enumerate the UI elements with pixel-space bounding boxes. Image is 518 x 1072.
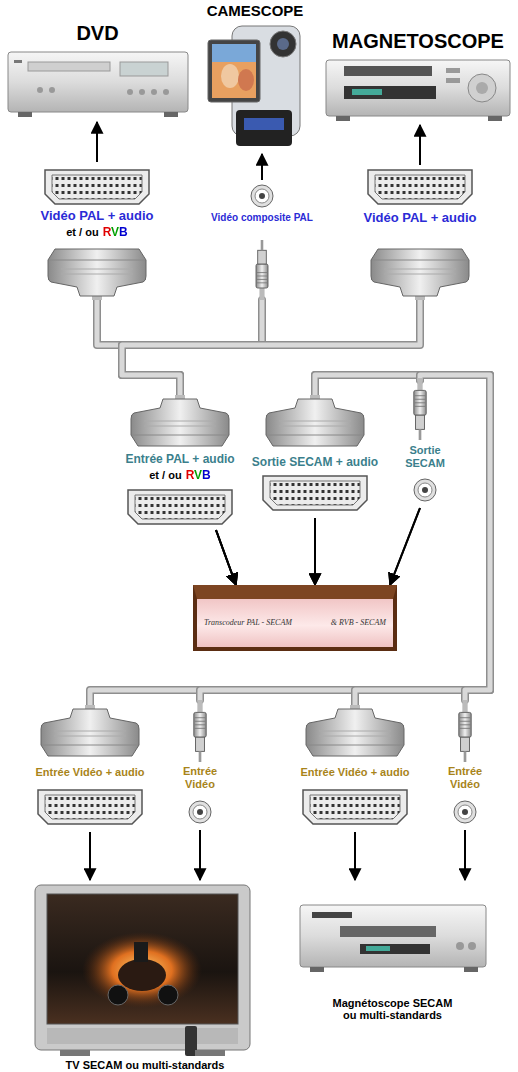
signal-label-group: Entrée Vidéo + audio <box>290 766 420 779</box>
secam-vcr: Magnétoscope SECAM ou multi-standards <box>290 880 495 1022</box>
arrow-line <box>216 530 236 585</box>
dvd-player: DVD <box>5 22 190 122</box>
signal-label-group: Entrée PAL + audio <box>110 452 250 466</box>
scart-plug <box>371 249 469 300</box>
device-label: CAMESCOPE <box>207 2 304 19</box>
rca-socket <box>414 479 436 501</box>
scart-plug <box>48 249 146 300</box>
device-label: & RVB - SECAM <box>331 618 386 627</box>
signal-label-group: Vidéo PAL + audio <box>22 208 172 224</box>
rca-socket <box>454 801 476 823</box>
signal-label: Vidéo PAL + audio <box>40 208 153 223</box>
signal-label: Vidéo PAL + audio <box>363 210 476 225</box>
signal-label: Sortie SECAM + audio <box>252 455 378 469</box>
vcr: MAGNETOSCOPE <box>322 30 514 125</box>
arrow-line <box>419 125 421 165</box>
arrow-line <box>199 830 201 880</box>
scart-socket <box>368 170 472 204</box>
signal-label: Entrée Vidéo + audio <box>36 766 145 778</box>
rca-socket <box>189 801 211 823</box>
vcr-drawing <box>326 60 510 121</box>
scart-socket <box>128 490 232 524</box>
arrow-line <box>354 832 356 880</box>
scart-socket <box>45 170 149 204</box>
arrow-line <box>314 518 316 585</box>
signal-label-group: et / ou RVB <box>120 468 240 482</box>
arrow-line <box>96 122 98 162</box>
arrow-line <box>390 508 420 585</box>
signal-label: Entrée Vidéo + audio <box>301 766 410 778</box>
rgb-label: RVB <box>103 225 128 239</box>
arrow-line <box>216 530 236 585</box>
cable-connection <box>90 375 490 880</box>
scart-plug <box>131 395 229 446</box>
device-label: Magnétoscope SECAM ou multi-standards <box>330 997 455 1022</box>
signal-label-group: Entrée Vidéo <box>177 765 223 791</box>
signal-label: Entrée Vidéo <box>183 765 217 790</box>
cable-outline <box>200 375 490 700</box>
signal-label: et / ou <box>149 469 181 481</box>
device-label: Transcodeur PAL - SECAM <box>204 618 292 627</box>
signal-label: Entrée Vidéo <box>448 765 482 790</box>
tv-drawing <box>35 885 250 1056</box>
device-label: TV SECAM ou multi-standards <box>66 1059 225 1072</box>
dvd-player-drawing <box>8 52 188 117</box>
camcorder: CAMESCOPE <box>200 2 310 154</box>
arrow-line <box>216 530 236 585</box>
signal-label-group: Sortie SECAM + audio <box>245 455 385 469</box>
arrow-line <box>390 508 420 585</box>
camcorder-drawing <box>208 26 300 146</box>
rca-plug <box>194 700 206 762</box>
arrow-line <box>464 830 466 880</box>
signal-label: Entrée PAL + audio <box>125 452 234 466</box>
scart-socket <box>38 790 142 824</box>
signal-label: et / ou <box>66 226 98 238</box>
cable-core <box>420 375 490 700</box>
signal-label-group: Vidéo composite PAL <box>202 212 322 224</box>
rgb-label: RVB <box>186 468 211 482</box>
rca-socket <box>251 185 273 207</box>
rca-plug <box>414 378 426 440</box>
scart-plug <box>266 395 364 446</box>
tv-set: TV SECAM ou multi-standards <box>30 880 260 1072</box>
scart-plug <box>306 705 404 756</box>
scart-socket <box>303 790 407 824</box>
transcoder-box: Transcodeur PAL - SECAM & RVB - SECAM <box>193 585 397 651</box>
arrow-line <box>261 154 263 180</box>
signal-label-group: et / ou RVB <box>37 225 157 239</box>
cable-outline <box>90 375 490 705</box>
arrow-line <box>89 832 91 880</box>
signal-label-group: Entrée Vidéo + audio <box>25 766 155 779</box>
secam-vcr-drawing <box>300 905 486 972</box>
signal-label: Vidéo composite PAL <box>211 212 313 223</box>
device-label: MAGNETOSCOPE <box>332 30 504 53</box>
signal-label-group: Sortie SECAM <box>399 444 451 470</box>
signal-label-group: Entrée Vidéo <box>442 765 488 791</box>
cable-outline <box>122 300 420 395</box>
cable-core <box>90 375 490 705</box>
scart-socket <box>263 476 367 510</box>
cable-core <box>122 300 420 395</box>
signal-label-group: Vidéo PAL + audio <box>345 210 495 226</box>
scart-plug <box>41 705 139 756</box>
cable-core <box>200 375 490 700</box>
arrow-line <box>314 518 316 585</box>
device-label: DVD <box>76 22 118 45</box>
cable-outline <box>420 375 490 700</box>
rca-plug <box>256 240 268 300</box>
rca-plug <box>459 700 471 762</box>
signal-label: Sortie SECAM <box>405 444 445 469</box>
